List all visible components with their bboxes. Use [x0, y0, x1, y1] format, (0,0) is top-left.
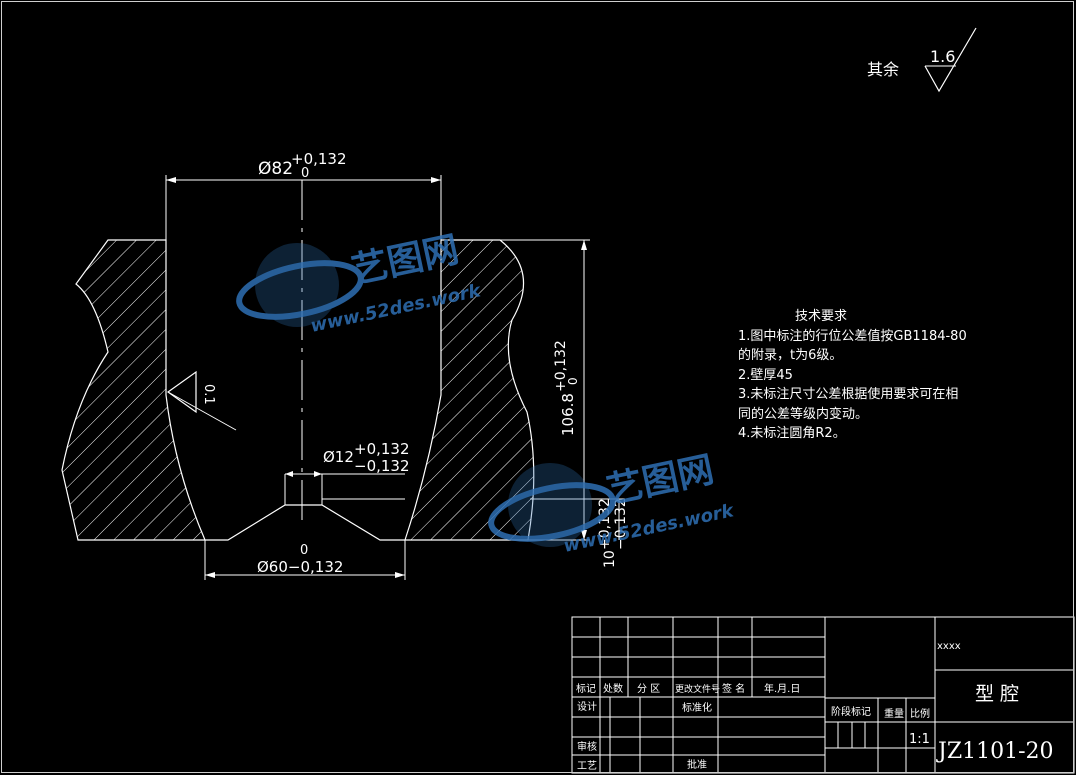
- flatness-value: 0.1: [201, 384, 216, 405]
- dim-bore-main: Ø12: [323, 448, 354, 466]
- tb-part-name: 型 腔: [975, 683, 1019, 705]
- dim-top-diameter-upper: +0,132: [291, 150, 347, 168]
- tb-process: 工艺: [577, 760, 597, 772]
- dim-bottom-height-main: 10: [602, 550, 618, 568]
- cavity-bottom-profile: [205, 504, 405, 541]
- dim-height-main: 106.8: [559, 393, 577, 436]
- tb-stage-mark: 阶段标记: [831, 705, 871, 718]
- tb-design: 设计: [577, 700, 597, 713]
- dim-top-diameter: [165, 175, 442, 240]
- roughness-symbol: [924, 27, 977, 93]
- roughness-value: 1.6: [930, 47, 955, 66]
- watermark-brand-2: 艺图网: [603, 449, 717, 512]
- dim-bore: [285, 471, 405, 500]
- tech-req-title: 技术要求: [795, 309, 848, 324]
- tb-scale-label: 比例: [910, 707, 930, 720]
- tb-header-count: 处数: [603, 682, 623, 695]
- dim-height: [500, 239, 590, 541]
- tb-header-mark: 标记: [576, 683, 596, 695]
- tb-header-zone: 分 区: [637, 683, 660, 695]
- dim-height-lower: 0: [566, 377, 580, 385]
- tb-company: xxxx: [937, 641, 961, 652]
- flatness-symbol: [166, 370, 237, 431]
- tb-header-sign: 签 名: [722, 682, 745, 695]
- dim-top-diameter-main: Ø82: [258, 159, 293, 179]
- dim-bottom-diameter: [204, 540, 406, 580]
- right-section-hatch: [404, 239, 535, 541]
- tb-weight: 重量: [884, 707, 904, 720]
- tech-req-line: 的附录，t为6级。: [738, 348, 843, 363]
- dim-bottom-height: [530, 498, 625, 540]
- roughness-label: 其余: [867, 60, 899, 79]
- tech-req-line: 4.未标注圆角R2。: [738, 426, 846, 441]
- tb-approve: 批准: [687, 758, 707, 771]
- dim-bottom-diameter-main: Ø60−0,132: [257, 558, 343, 576]
- dim-bore-lower: −0,132: [354, 457, 410, 475]
- dim-bore-upper: +0,132: [354, 440, 410, 458]
- dim-top-diameter-lower: 0: [301, 166, 309, 181]
- left-section-hatch: [61, 239, 206, 541]
- tech-req-line: 2.壁厚45: [738, 367, 793, 383]
- tb-header-doc: 更改文件号: [675, 683, 720, 695]
- dim-bottom-height-lower: −0,132: [613, 498, 629, 550]
- tech-req-line: 同的公差等级内变动。: [738, 406, 869, 422]
- tech-req-line: 1.图中标注的行位公差值按GB1184-80: [738, 328, 967, 344]
- title-block-grid: [571, 616, 1075, 774]
- technical-requirements: 技术要求 1.图中标注的行位公差值按GB1184-80 的附录，t为6级。 2.…: [738, 307, 1038, 444]
- tb-standard: 标准化: [682, 701, 712, 714]
- dim-height-upper: +0,132: [553, 340, 569, 392]
- tb-check: 审核: [577, 740, 597, 753]
- tb-scale: 1:1: [909, 732, 930, 747]
- dim-bottom-diameter-upper: 0: [300, 543, 308, 558]
- tech-req-line: 3.未标注尺寸公差根据使用要求可在相: [738, 387, 959, 402]
- tb-header-date: 年.月.日: [764, 682, 800, 695]
- tb-drawing-no: JZ1101-20: [936, 739, 1054, 764]
